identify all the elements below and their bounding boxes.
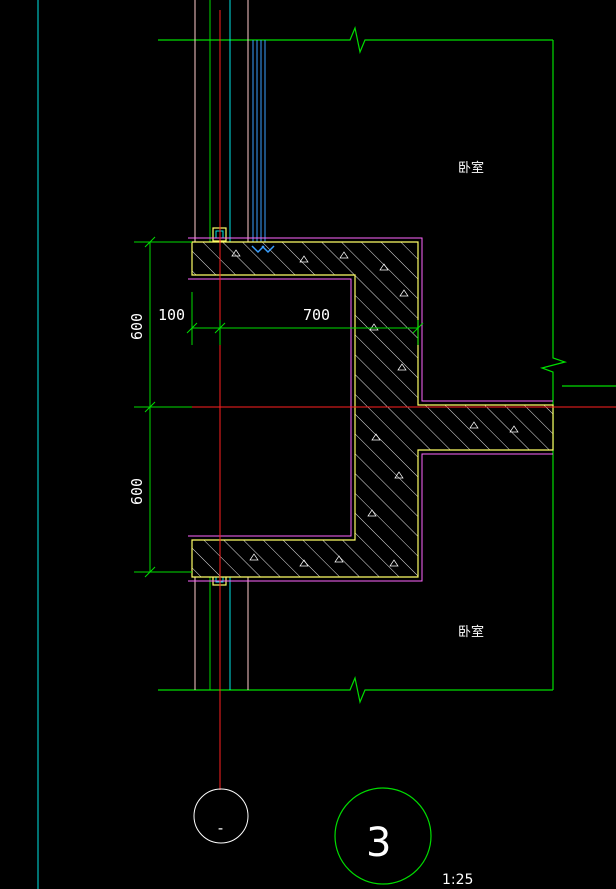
room-label-lower: 卧室 [458,624,484,640]
scale-label: 1:25 [442,872,473,888]
dim-offset-width: 100 [158,306,185,324]
section-marker-number: 3 [366,820,391,866]
axis-bubble [193,788,249,844]
aggregate-marks [231,249,519,567]
horizontal-dimension [186,292,424,345]
right-break-line [539,40,568,690]
window-upper [194,0,266,242]
dim-main-width: 700 [303,306,330,324]
window-frame-mark [251,245,275,254]
dim-upper-height: 600 [128,313,146,340]
bottom-break-line [158,675,553,705]
section-marker-circle [334,787,432,885]
finish-outline [188,237,553,582]
vertical-dimension [134,236,192,578]
axis-bubble-label: - [216,819,225,837]
concrete-section [191,241,554,578]
window-lower [194,571,249,690]
room-label-upper: 卧室 [458,160,484,176]
top-break-line [158,25,553,55]
dim-lower-height: 600 [128,478,146,505]
